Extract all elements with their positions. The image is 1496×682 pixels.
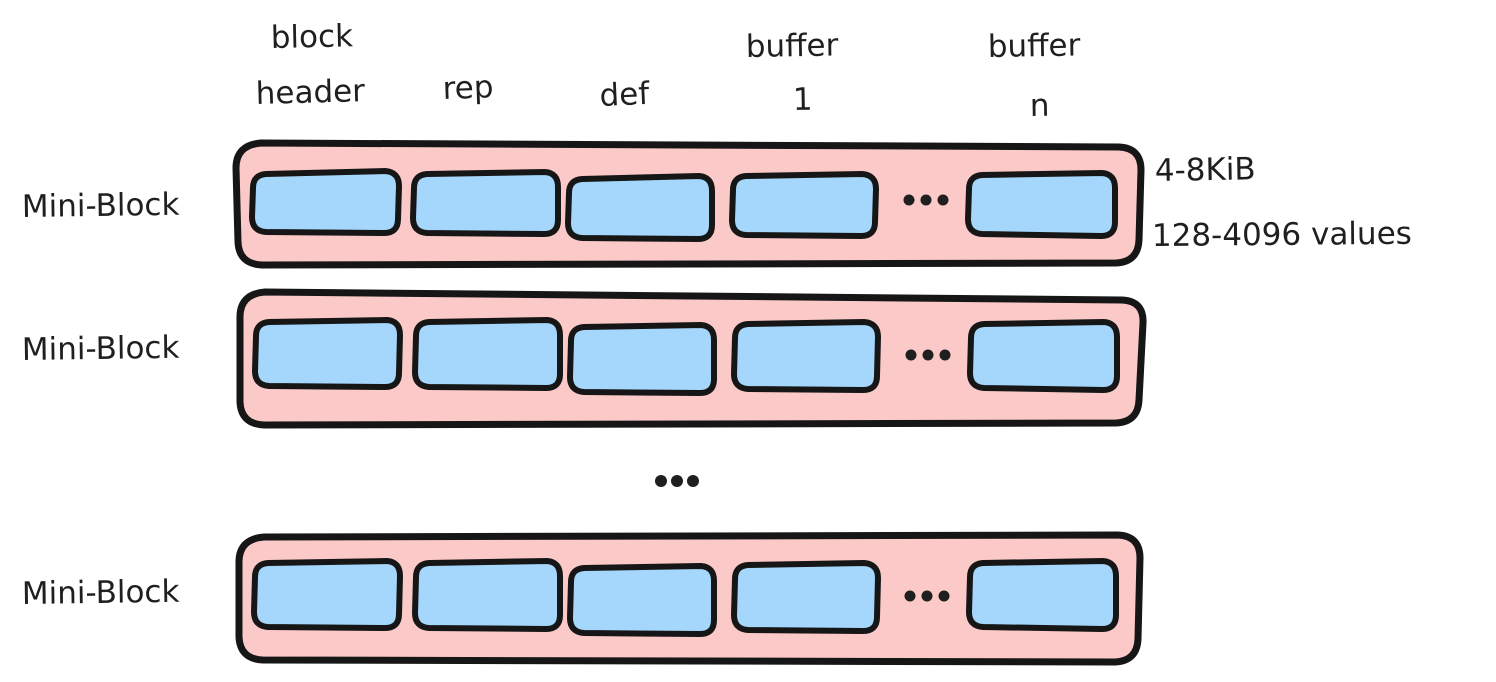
row-2-cell-1 [255, 320, 400, 387]
row-2-container-outline [236, 288, 1147, 429]
row-2-cell-3 [570, 325, 714, 393]
row-2-cell-1-outline [252, 317, 403, 390]
row-1-cell-5-outline [965, 170, 1118, 239]
row-3-cell-5-outline [966, 558, 1119, 632]
row-label-3: Mini-Block [22, 574, 180, 612]
row-1-cell-2 [413, 172, 558, 234]
column-header-rep: rep [442, 69, 494, 107]
column-header-buffer-1-line1: buffer [746, 27, 839, 65]
row-1-cells [249, 168, 1118, 242]
size-annotations: 4-8KiB 128-4096 values [1152, 151, 1412, 254]
row-1-cell-2-outline [410, 169, 561, 237]
row-label-1: Mini-Block [22, 187, 180, 225]
row-3-cell-2-outline [412, 558, 563, 632]
annotation-size: 4-8KiB [1155, 151, 1256, 189]
row-1-ellipsis [903, 194, 949, 206]
row-2-cell-2 [415, 320, 560, 388]
row-1-cell-3 [568, 176, 712, 239]
row-2-cells [252, 317, 1120, 396]
column-header-buffer-n-line1: buffer [988, 27, 1081, 65]
row-3-cell-3 [570, 566, 714, 634]
row-3-ellipsis [904, 590, 950, 602]
row-2-cell-5 [970, 322, 1117, 390]
row-1-cell-1 [252, 171, 399, 233]
column-header-buffer-1: buffer 1 [746, 27, 839, 118]
row-3-cell-1-outline [251, 558, 403, 631]
row-1-cell-1-outline [249, 168, 402, 236]
row-label-2: Mini-Block [22, 330, 180, 368]
row-2-cell-4 [734, 322, 878, 390]
row-1-cell-5 [968, 173, 1115, 236]
row-2-cell-3-outline [567, 322, 717, 396]
column-header-buffer-n-line2: n [1030, 88, 1050, 124]
row-1-cell-4 [732, 174, 876, 236]
row-2-cell-4-outline [731, 319, 881, 393]
column-headers: block header rep def buffer 1 buffer n [255, 18, 1081, 124]
column-header-block-header-line2: header [255, 73, 365, 112]
row-3-cells [251, 558, 1119, 637]
mini-block-row-3: Mini-Block [22, 531, 1144, 666]
column-header-buffer-n: buffer n [988, 27, 1081, 124]
column-header-def: def [599, 76, 651, 114]
row-1-cell-3-outline [565, 173, 715, 242]
annotation-value-count: 128-4096 values [1152, 216, 1412, 254]
row-3-cell-4 [734, 563, 878, 631]
row-3-cell-3-outline [567, 563, 717, 637]
row-1-cell-4-outline [729, 171, 879, 239]
row-3-cell-4-outline [731, 560, 881, 634]
row-3-cell-2 [415, 561, 560, 629]
mini-block-row-1: Mini-Block 4-8KiB 128-4096 values [22, 139, 1412, 269]
rows-ellipsis [655, 475, 699, 487]
row-3-cell-1 [254, 561, 400, 628]
mini-block-row-2: Mini-Block [22, 288, 1147, 429]
column-header-rep-line1: rep [442, 69, 494, 107]
row-2-cell-2-outline [412, 317, 563, 391]
column-header-buffer-1-line2: 1 [793, 82, 813, 118]
row-3-container-outline [235, 531, 1144, 666]
column-header-block-header-line1: block [270, 18, 353, 56]
column-header-block-header: block header [255, 18, 365, 112]
row-1-container-outline [232, 139, 1145, 269]
row-2-ellipsis [905, 349, 951, 361]
column-header-def-line1: def [599, 76, 651, 114]
row-3-cell-5 [969, 561, 1116, 629]
row-2-cell-5-outline [967, 319, 1120, 393]
